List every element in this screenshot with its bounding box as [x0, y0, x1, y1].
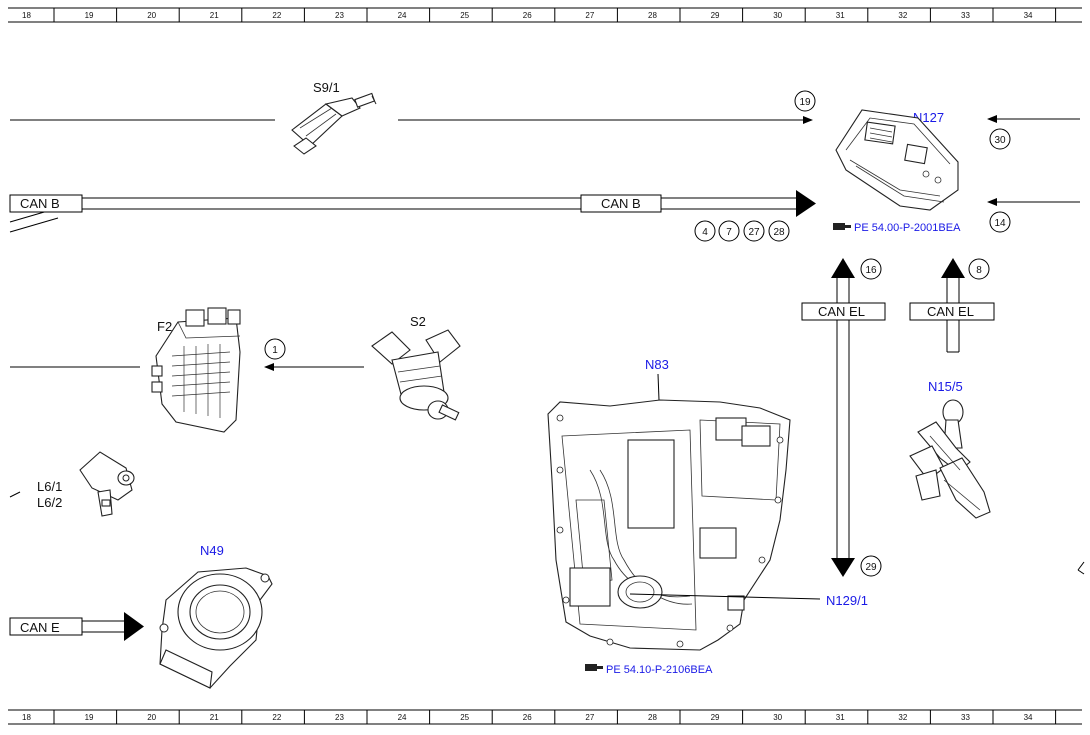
svg-text:CAN E: CAN E	[20, 620, 60, 635]
can-e-tag: CAN E	[9, 617, 83, 636]
ruler-column-label: 24	[398, 11, 407, 20]
callout-27: 27	[743, 220, 765, 242]
f2-fuse-box-drawing	[151, 307, 241, 433]
callout-1: 1	[264, 338, 286, 360]
ruler-column-label: 32	[898, 713, 907, 722]
n129-1-leader	[629, 593, 821, 600]
ruler-column-label: 21	[210, 713, 219, 722]
ruler-column-label: 23	[335, 11, 344, 20]
can-el-tag-1: CAN EL	[801, 302, 886, 321]
svg-text:1: 1	[272, 345, 278, 356]
n83-doc-reference: PE 54.10-P-2106BEA	[585, 664, 713, 676]
right-edge-mark	[1077, 561, 1085, 575]
callout-4: 4	[694, 220, 716, 242]
s9-1-switch-drawing	[291, 92, 377, 155]
ruler-column-label: 18	[22, 713, 31, 722]
f2-label: F2	[157, 319, 172, 334]
pointing-hand-icon	[585, 664, 603, 671]
n129-1-label: N129/1	[826, 593, 868, 608]
n49-label: N49	[200, 543, 224, 558]
n15-5-label: N15/5	[928, 379, 963, 394]
ruler-column-label: 25	[460, 713, 469, 722]
svg-text:CAN B: CAN B	[20, 196, 60, 211]
n83-transmission-drawing	[547, 399, 791, 651]
n127-control-unit-drawing	[835, 109, 959, 211]
ruler-column-label: 34	[1024, 713, 1033, 722]
ruler-column-label: 20	[147, 713, 156, 722]
svg-text:19: 19	[799, 97, 811, 108]
ruler-column-label: 18	[22, 11, 31, 20]
callout-14: 14	[989, 211, 1011, 233]
ruler-column-label: 30	[773, 713, 782, 722]
l6-leader	[9, 491, 21, 498]
ruler-column-label: 29	[711, 713, 720, 722]
can-el-tag-2: CAN EL	[909, 302, 995, 321]
ruler-column-label: 20	[147, 11, 156, 20]
s9-1-label: S9/1	[313, 80, 340, 95]
svg-text:CAN EL: CAN EL	[818, 304, 865, 319]
n127-doc-reference: PE 54.00-P-2001BEA	[833, 222, 961, 234]
svg-text:8: 8	[976, 265, 982, 276]
ruler-column-label: 33	[961, 713, 970, 722]
ruler-column-label: 24	[398, 713, 407, 722]
ruler-column-label: 31	[836, 11, 845, 20]
can-b-bus	[9, 190, 816, 233]
can-b-tag-left: CAN B	[9, 194, 83, 213]
ruler-column-label: 26	[523, 713, 532, 722]
ruler-column-label: 31	[836, 713, 845, 722]
l6-1-label: L6/1	[37, 479, 62, 494]
pointing-hand-icon	[833, 223, 851, 230]
callout-29: 29	[860, 555, 882, 577]
ruler-column-label: 23	[335, 713, 344, 722]
n49-sensor-drawing	[159, 567, 273, 689]
svg-text:4: 4	[702, 227, 708, 238]
svg-text:28: 28	[773, 227, 785, 238]
callout-8: 8	[968, 258, 990, 280]
can-b-tag-mid: CAN B	[580, 194, 662, 213]
ruler-column-label: 19	[85, 713, 94, 722]
ruler-column-label: 29	[711, 11, 720, 20]
ruler-column-label: 28	[648, 713, 657, 722]
svg-text:PE 54.10-P-2106BEA: PE 54.10-P-2106BEA	[606, 664, 713, 676]
ruler-column-label: 22	[272, 11, 281, 20]
svg-text:16: 16	[865, 265, 877, 276]
l6-2-label: L6/2	[37, 495, 62, 510]
ruler-bottom: 18 19 20 21 22 23 24 25 26 27 28 29 30 31 32 33 34	[8, 709, 1082, 725]
ruler-top: 18 19 20 21 22 23 24 25 26 27 28 29 30 31 32 33 34	[8, 7, 1082, 23]
l6-sensor-drawing	[79, 451, 135, 517]
callout-30: 30	[989, 128, 1011, 150]
svg-text:29: 29	[865, 562, 877, 573]
svg-text:30: 30	[994, 135, 1006, 146]
ruler-column-label: 22	[272, 713, 281, 722]
ruler-column-label: 32	[898, 11, 907, 20]
svg-text:CAN EL: CAN EL	[927, 304, 974, 319]
ruler-column-label: 34	[1024, 11, 1033, 20]
svg-text:27: 27	[748, 227, 760, 238]
ruler-column-label: 30	[773, 11, 782, 20]
svg-text:CAN B: CAN B	[601, 196, 641, 211]
ruler-column-label: 27	[585, 11, 594, 20]
svg-text:7: 7	[726, 227, 732, 238]
ruler-column-label: 25	[460, 11, 469, 20]
ruler-column-label: 33	[961, 11, 970, 20]
callout-16: 16	[860, 258, 882, 280]
ruler-column-label: 21	[210, 11, 219, 20]
callout-19: 19	[794, 90, 816, 112]
n83-label: N83	[645, 357, 669, 372]
n15-5-lever-unit-drawing	[909, 399, 991, 519]
svg-text:14: 14	[994, 218, 1006, 229]
ruler-column-label: 27	[585, 713, 594, 722]
callout-7: 7	[718, 220, 740, 242]
callout-28: 28	[768, 220, 790, 242]
svg-text:PE 54.00-P-2001BEA: PE 54.00-P-2001BEA	[854, 222, 961, 234]
ruler-column-label: 19	[85, 11, 94, 20]
ruler-column-label: 28	[648, 11, 657, 20]
can-el-bus-1	[831, 258, 855, 577]
s2-switch-drawing	[371, 329, 461, 421]
ruler-column-label: 26	[523, 11, 532, 20]
s2-label: S2	[410, 314, 426, 329]
